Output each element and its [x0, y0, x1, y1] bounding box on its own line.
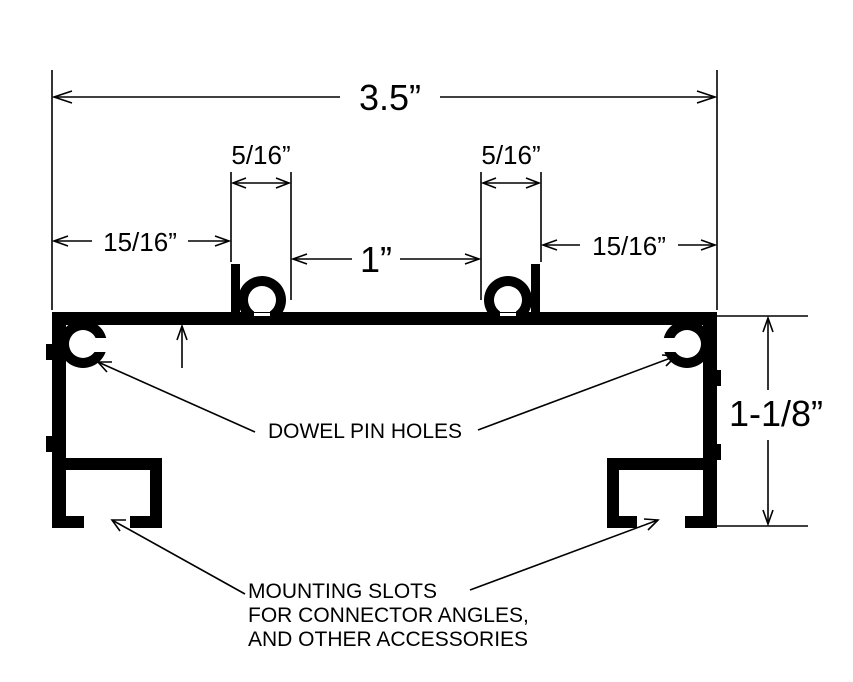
- mounting-slots-label-line2: FOR CONNECTOR ANGLES,: [248, 604, 529, 627]
- dimension-height: 1-1/8”: [729, 315, 823, 527]
- dimension-right-offset: 15/16”: [540, 231, 718, 261]
- extrusion-profile: [46, 264, 721, 528]
- mounting-slots-label-line1: MOUNTING SLOTS: [248, 580, 437, 603]
- callout-mounting-slots: MOUNTING SLOTS FOR CONNECTOR ANGLES, AND…: [110, 518, 660, 651]
- mounting-slots-label-line3: AND OTHER ACCESSORIES: [248, 628, 528, 651]
- right-offset-label: 15/16”: [592, 231, 666, 261]
- dimension-center-gap: 1”: [290, 239, 482, 280]
- dimension-left-offset: 15/16”: [51, 227, 232, 257]
- wall-thickness-arrow: [176, 323, 188, 368]
- extension-lines: [51, 70, 808, 527]
- overall-width-label: 3.5”: [359, 77, 421, 118]
- left-offset-label: 15/16”: [103, 227, 177, 257]
- center-gap-label: 1”: [360, 239, 392, 280]
- callout-dowel-pin-holes: DOWEL PIN HOLES: [96, 354, 678, 443]
- dowel-pin-holes-label: DOWEL PIN HOLES: [268, 420, 462, 443]
- left-pin-width-label: 5/16”: [231, 140, 290, 170]
- dimension-left-pin-width: 5/16”: [230, 140, 292, 189]
- dimension-overall-width: 3.5”: [51, 77, 718, 118]
- dimension-right-pin-width: 5/16”: [480, 140, 542, 189]
- height-label: 1-1/8”: [729, 393, 823, 434]
- right-pin-width-label: 5/16”: [481, 140, 540, 170]
